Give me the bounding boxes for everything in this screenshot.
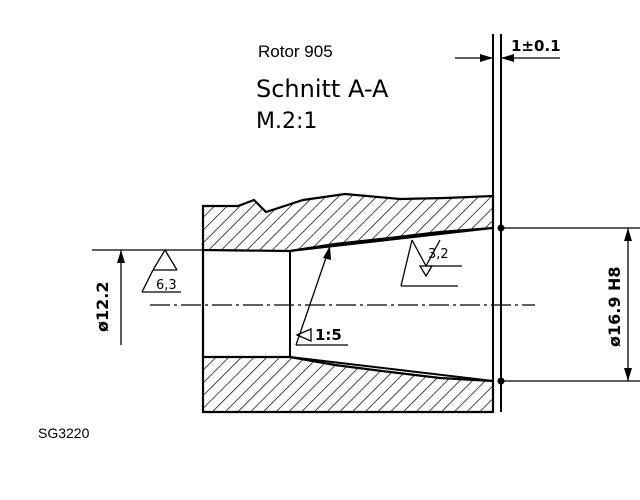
scale-label: M.2:1 <box>256 109 317 134</box>
taper-value: 1:5 <box>315 326 342 344</box>
part-name: Rotor 905 <box>258 42 333 61</box>
lower-wall-hatch <box>201 355 495 414</box>
section-title: Schnitt A-A <box>256 75 389 103</box>
outer-diameter-value: ø16.9 H8 <box>605 266 624 347</box>
figure-code: SG3220 <box>38 425 90 441</box>
roughness-symbol-right: 3,2 <box>400 239 462 287</box>
roughness-value-left: 6,3 <box>156 278 177 293</box>
roughness-symbol-left: 6,3 <box>141 249 181 293</box>
inner-diameter-dimension: ø12.2 <box>92 249 203 345</box>
roughness-value-right: 3,2 <box>428 247 449 262</box>
wall-thickness-value: 1±0.1 <box>511 37 561 55</box>
outer-diameter-dimension: ø16.9 H8 <box>501 227 640 382</box>
taper-annotation: 1:5 <box>295 245 348 346</box>
inner-diameter-value: ø12.2 <box>93 282 112 332</box>
wall-thickness-dimension: 1±0.1 <box>455 37 561 62</box>
upper-wall-hatch <box>201 192 495 253</box>
